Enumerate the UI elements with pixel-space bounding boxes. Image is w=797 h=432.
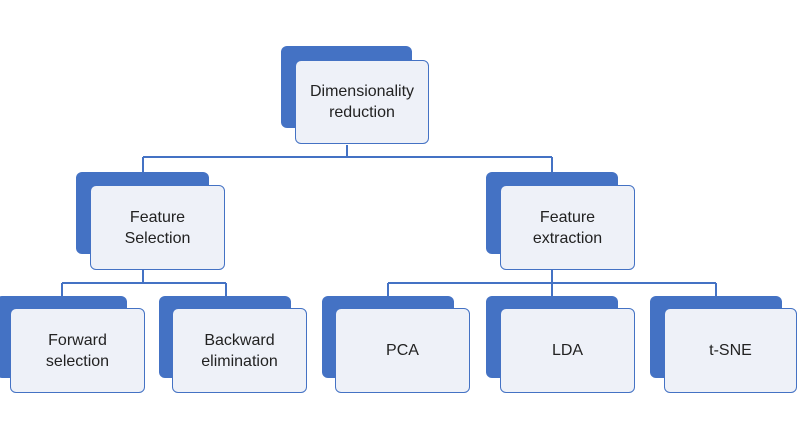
node-lda: LDA [486, 296, 636, 396]
node-box: PCA [335, 308, 470, 393]
node-forward-selection: Forward selection [0, 296, 146, 396]
node-label-feature-selection: Feature Selection [124, 208, 191, 247]
node-tsne: t-SNE [650, 296, 797, 396]
node-label-backward-elimination: Backward elimination [201, 331, 278, 370]
node-label-pca: PCA [386, 342, 419, 359]
node-box: Dimensionality reduction [295, 60, 429, 144]
node-dimensionality-reduction: Dimensionality reduction [281, 46, 431, 146]
node-label-feature-extraction: Feature extraction [532, 208, 603, 247]
node-label-forward-selection: Forward selection [45, 331, 110, 370]
node-box: Feature extraction [500, 185, 635, 270]
node-box: Backward elimination [172, 308, 307, 393]
node-pca: PCA [322, 296, 472, 396]
node-backward-elimination: Backward elimination [159, 296, 309, 396]
node-feature-extraction: Feature extraction [486, 172, 636, 272]
node-box: t-SNE [664, 308, 797, 393]
node-feature-selection: Feature Selection [76, 172, 226, 272]
node-label-tsne: t-SNE [709, 342, 752, 359]
node-label-root: Dimensionality reduction [309, 83, 415, 121]
node-box: Feature Selection [90, 185, 225, 270]
node-box: Forward selection [10, 308, 145, 393]
node-label-lda: LDA [551, 342, 584, 359]
node-box: LDA [500, 308, 635, 393]
